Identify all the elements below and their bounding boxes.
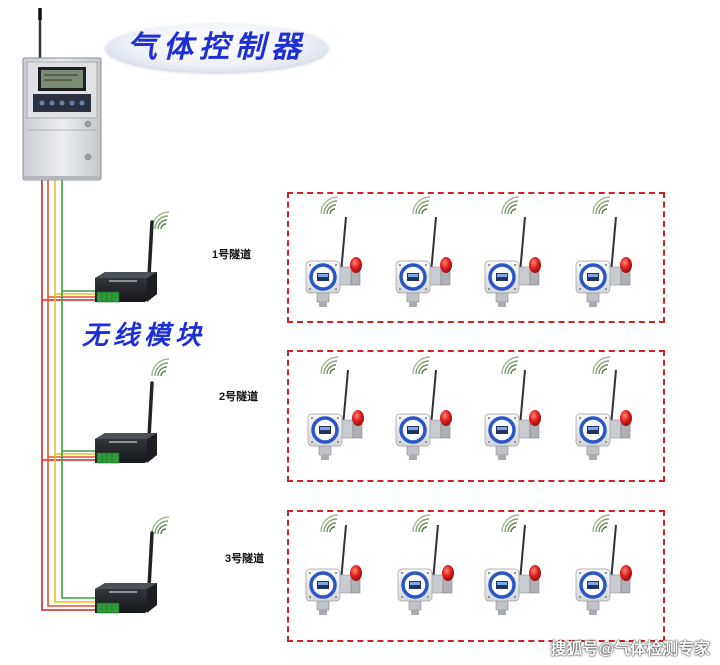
controller-icon	[22, 57, 102, 181]
wireless-module-icon	[93, 516, 170, 615]
wireless-module-label: 无线模块	[82, 321, 207, 351]
tunnel-2-label: 2号隧道	[219, 391, 259, 403]
diagram-title: 气体控制器	[127, 30, 307, 65]
tunnel-1-label: 1号隧道	[212, 249, 252, 261]
wireless-module-icon	[93, 211, 170, 304]
watermark: 搜狐号@气体检测专家	[550, 641, 710, 658]
tunnel-3-box	[287, 510, 665, 642]
tunnel-3-label: 3号隧道	[225, 553, 265, 565]
tunnel-1-box	[287, 192, 665, 323]
wireless-module-icon	[93, 358, 170, 465]
tunnel-2-box	[287, 350, 665, 482]
wiring	[41, 180, 100, 611]
title-banner	[106, 24, 328, 72]
